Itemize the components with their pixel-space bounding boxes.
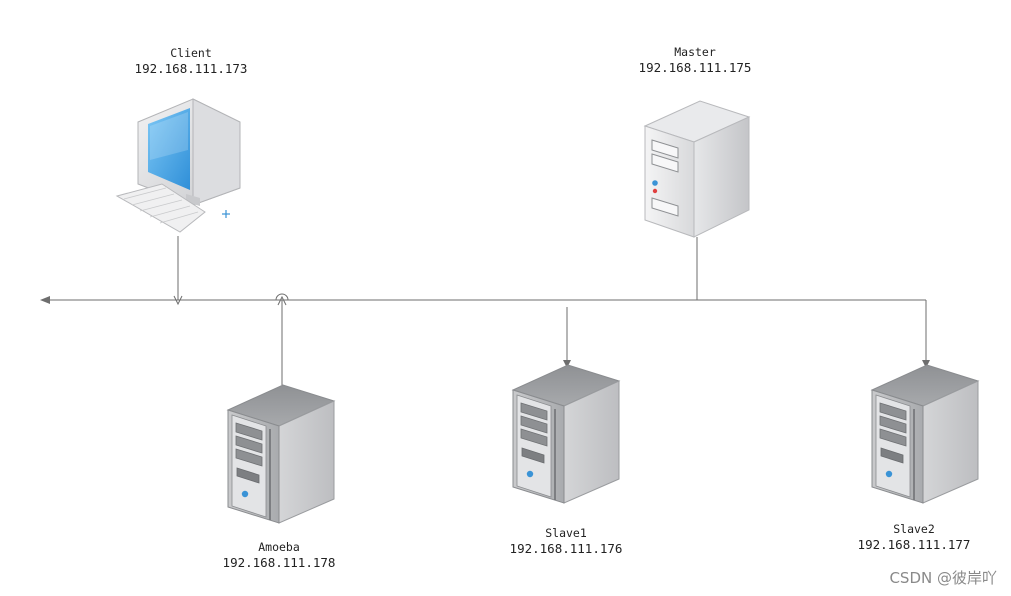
client-screen [148, 108, 190, 190]
slave2-server-icon [870, 364, 980, 504]
slave2-name: Slave2 [893, 522, 935, 536]
slave2-ip: 192.168.111.177 [857, 537, 971, 552]
power-led [526, 470, 534, 478]
client-link-arrow-icon [173, 295, 183, 306]
power-led [241, 490, 249, 498]
bus-arrow-left-icon [40, 296, 50, 304]
slave1-label: Slave1 192.168.111.176 [510, 526, 623, 556]
client-name: Client [170, 46, 212, 60]
master-server-icon [643, 100, 751, 238]
watermark: CSDN @彼岸吖 [889, 569, 997, 587]
master-name: Master [674, 45, 716, 59]
slave1-ip: 192.168.111.176 [509, 541, 623, 556]
keyboard-icon [115, 183, 206, 233]
slave2-arrow-icon [922, 360, 930, 368]
slave2-label: Slave2 192.168.111.177 [858, 522, 971, 552]
line-hop [275, 293, 289, 301]
amoeba-link-arrow-icon [277, 295, 287, 306]
slave1-arrow-icon [563, 360, 571, 368]
slave1-server-icon [511, 364, 621, 504]
slave1-name: Slave1 [545, 526, 587, 540]
master-power-led [652, 180, 658, 186]
mouse-icon [222, 210, 230, 218]
client-label: Client 192.168.111.173 [135, 46, 248, 76]
amoeba-label: Amoeba 192.168.111.178 [223, 540, 336, 570]
amoeba-server-icon [226, 384, 336, 524]
master-ip: 192.168.111.175 [638, 60, 752, 75]
master-status-led [652, 188, 658, 194]
network-bus [40, 236, 930, 385]
power-led [885, 470, 893, 478]
client-computer-icon [115, 98, 241, 233]
client-ip: 192.168.111.173 [134, 61, 248, 76]
master-label: Master 192.168.111.175 [639, 45, 752, 75]
amoeba-ip: 192.168.111.178 [222, 555, 336, 570]
amoeba-name: Amoeba [258, 540, 300, 554]
